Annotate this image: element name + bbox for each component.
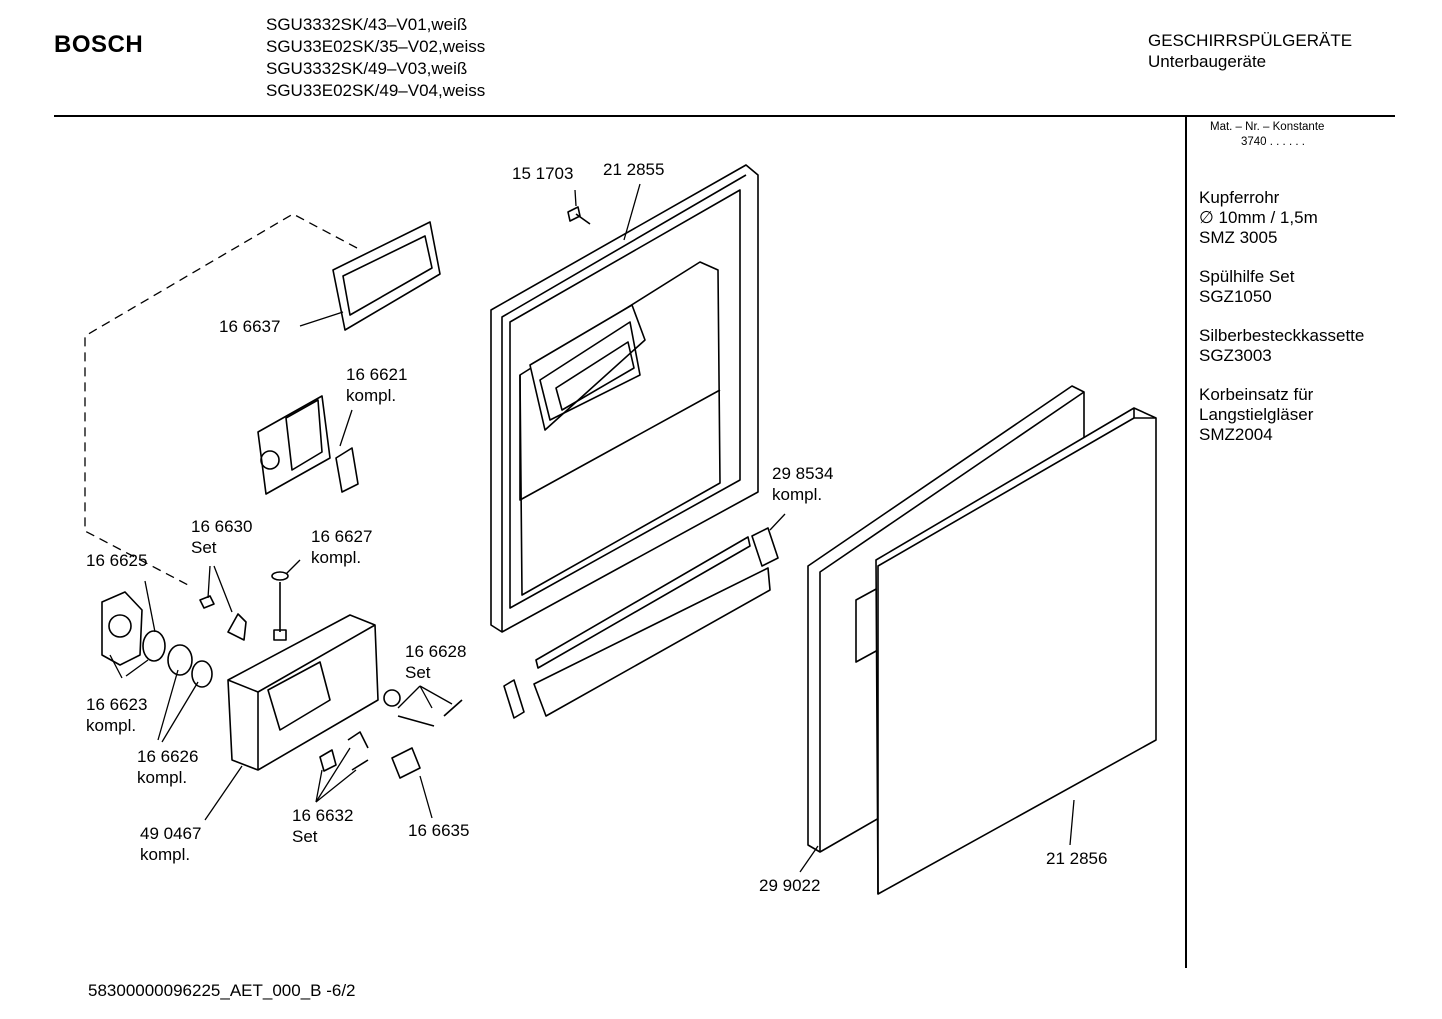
accessory-line: Kupferrohr	[1199, 188, 1280, 207]
model-line: SGU3332SK/49–V03,weiß	[266, 59, 468, 78]
bottom-strip-part	[533, 536, 771, 717]
category-subtitle: Unterbaugeräte	[1148, 52, 1267, 71]
accessory-line: Spülhilfe Set	[1199, 267, 1295, 286]
accessory-line: SGZ3003	[1199, 346, 1272, 365]
valve-part	[271, 571, 289, 641]
sidebar-divider	[1185, 116, 1187, 968]
part-label-212856: 21 2856	[1046, 849, 1108, 868]
dispenser-unit-part	[227, 614, 379, 771]
dashed-assembly-line	[84, 213, 358, 587]
model-line: SGU3332SK/43–V01,weiß	[266, 15, 468, 34]
accessory-line: SGZ1050	[1199, 287, 1272, 306]
part-label-212855: 21 2855	[603, 160, 665, 179]
accessory-list: Kupferrohr ∅ 10mm / 1,5m SMZ 3005 Spülhi…	[1199, 188, 1364, 464]
accessory-item: Kupferrohr ∅ 10mm / 1,5m SMZ 3005	[1199, 188, 1364, 248]
accessory-line: Silberbesteckkassette	[1199, 326, 1365, 345]
switch-part	[391, 747, 421, 779]
matnr-label: Mat. – Nr. – Konstante	[1210, 121, 1325, 133]
category-title: GESCHIRRSPÜLGERÄTE	[1148, 31, 1353, 50]
accessory-line: ∅ 10mm / 1,5m	[1199, 208, 1318, 227]
leader-lines	[109, 183, 1075, 873]
accessory-line: SMZ2004	[1199, 425, 1273, 444]
hinge-bracket-part	[503, 679, 525, 719]
seal-frame-part	[332, 221, 441, 331]
inner-door-panel	[490, 164, 759, 633]
document-id: 58300000096225_AET_000_B -6/2	[88, 981, 356, 1000]
accessory-item: Spülhilfe Set SGZ1050	[1199, 267, 1364, 307]
dispenser-cover-part	[257, 395, 359, 495]
screw-part	[567, 206, 591, 225]
part-label-299022: 29 9022	[759, 876, 821, 895]
matnr-value: 3740 . . . . . .	[1241, 136, 1305, 148]
model-line: SGU33E02SK/49–V04,weiss	[266, 81, 486, 100]
ring-part	[191, 660, 213, 688]
model-line: SGU33E02SK/35–V02,weiss	[266, 37, 486, 56]
part-label-166625: 16 6625	[86, 551, 148, 570]
cap-part	[101, 591, 143, 666]
accessory-line: Korbeinsatz für	[1199, 385, 1314, 404]
header-divider	[54, 115, 1395, 117]
exploded-diagram	[84, 164, 1157, 895]
accessory-item: Silberbesteckkassette SGZ3003	[1199, 326, 1364, 366]
lever-set-part	[199, 595, 247, 641]
accessory-line: Langstielgläser	[1199, 405, 1314, 424]
material-number: Mat. – Nr. – Konstante 3740 . . . . . .	[1210, 120, 1324, 150]
brand-logo: BOSCH	[54, 31, 144, 58]
spring-set-part	[383, 689, 463, 727]
nozzle-part	[167, 644, 193, 676]
accessory-line: SMZ 3005	[1199, 228, 1278, 247]
category-block: GESCHIRRSPÜLGERÄTE Unterbaugeräte	[1148, 30, 1352, 72]
part-label-166635: 16 6635	[408, 821, 470, 840]
hinge-bracket-part	[751, 527, 779, 567]
accessory-item: Korbeinsatz für Langstielgläser SMZ2004	[1199, 385, 1364, 445]
ring-part	[142, 630, 166, 662]
latch-part	[319, 731, 369, 772]
part-label-166637: 16 6637	[219, 317, 281, 336]
decor-panel-part	[875, 407, 1157, 895]
part-label-151703: 15 1703	[512, 164, 574, 183]
model-list: SGU3332SK/43–V01,weiß SGU33E02SK/35–V02,…	[266, 14, 485, 102]
